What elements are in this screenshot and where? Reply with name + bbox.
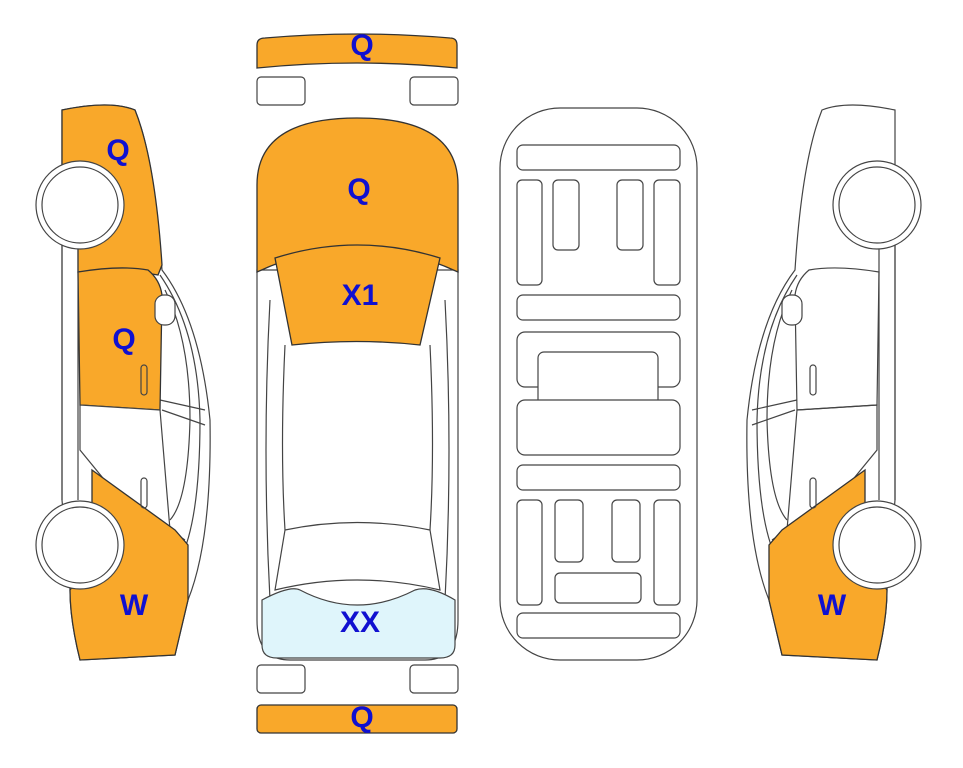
- left-side-view: [35, 104, 211, 661]
- front-bumper[interactable]: [256, 33, 458, 69]
- rear-bumper-label: Q: [350, 701, 374, 734]
- left-taillight: [256, 664, 306, 694]
- right-rear-quarter-label: W: [817, 589, 847, 622]
- right-side-view: [746, 104, 922, 661]
- left-headlight: [256, 76, 306, 106]
- rear-window-label: XX: [339, 606, 381, 639]
- front-bumper-label: Q: [350, 29, 374, 62]
- left-rear-quarter-label: W: [119, 589, 149, 622]
- right-headlight: [409, 76, 459, 106]
- windshield-label: X1: [341, 279, 379, 312]
- left-front-fender-label: Q: [106, 134, 130, 167]
- right-taillight: [409, 664, 459, 694]
- hood-label: Q: [347, 173, 371, 206]
- rear-window[interactable]: [261, 588, 456, 659]
- rear-bumper[interactable]: [256, 704, 458, 734]
- left-front-door-label: Q: [112, 323, 136, 356]
- underbody-view: [499, 107, 698, 661]
- windshield[interactable]: [274, 244, 441, 346]
- top-view: [256, 33, 459, 734]
